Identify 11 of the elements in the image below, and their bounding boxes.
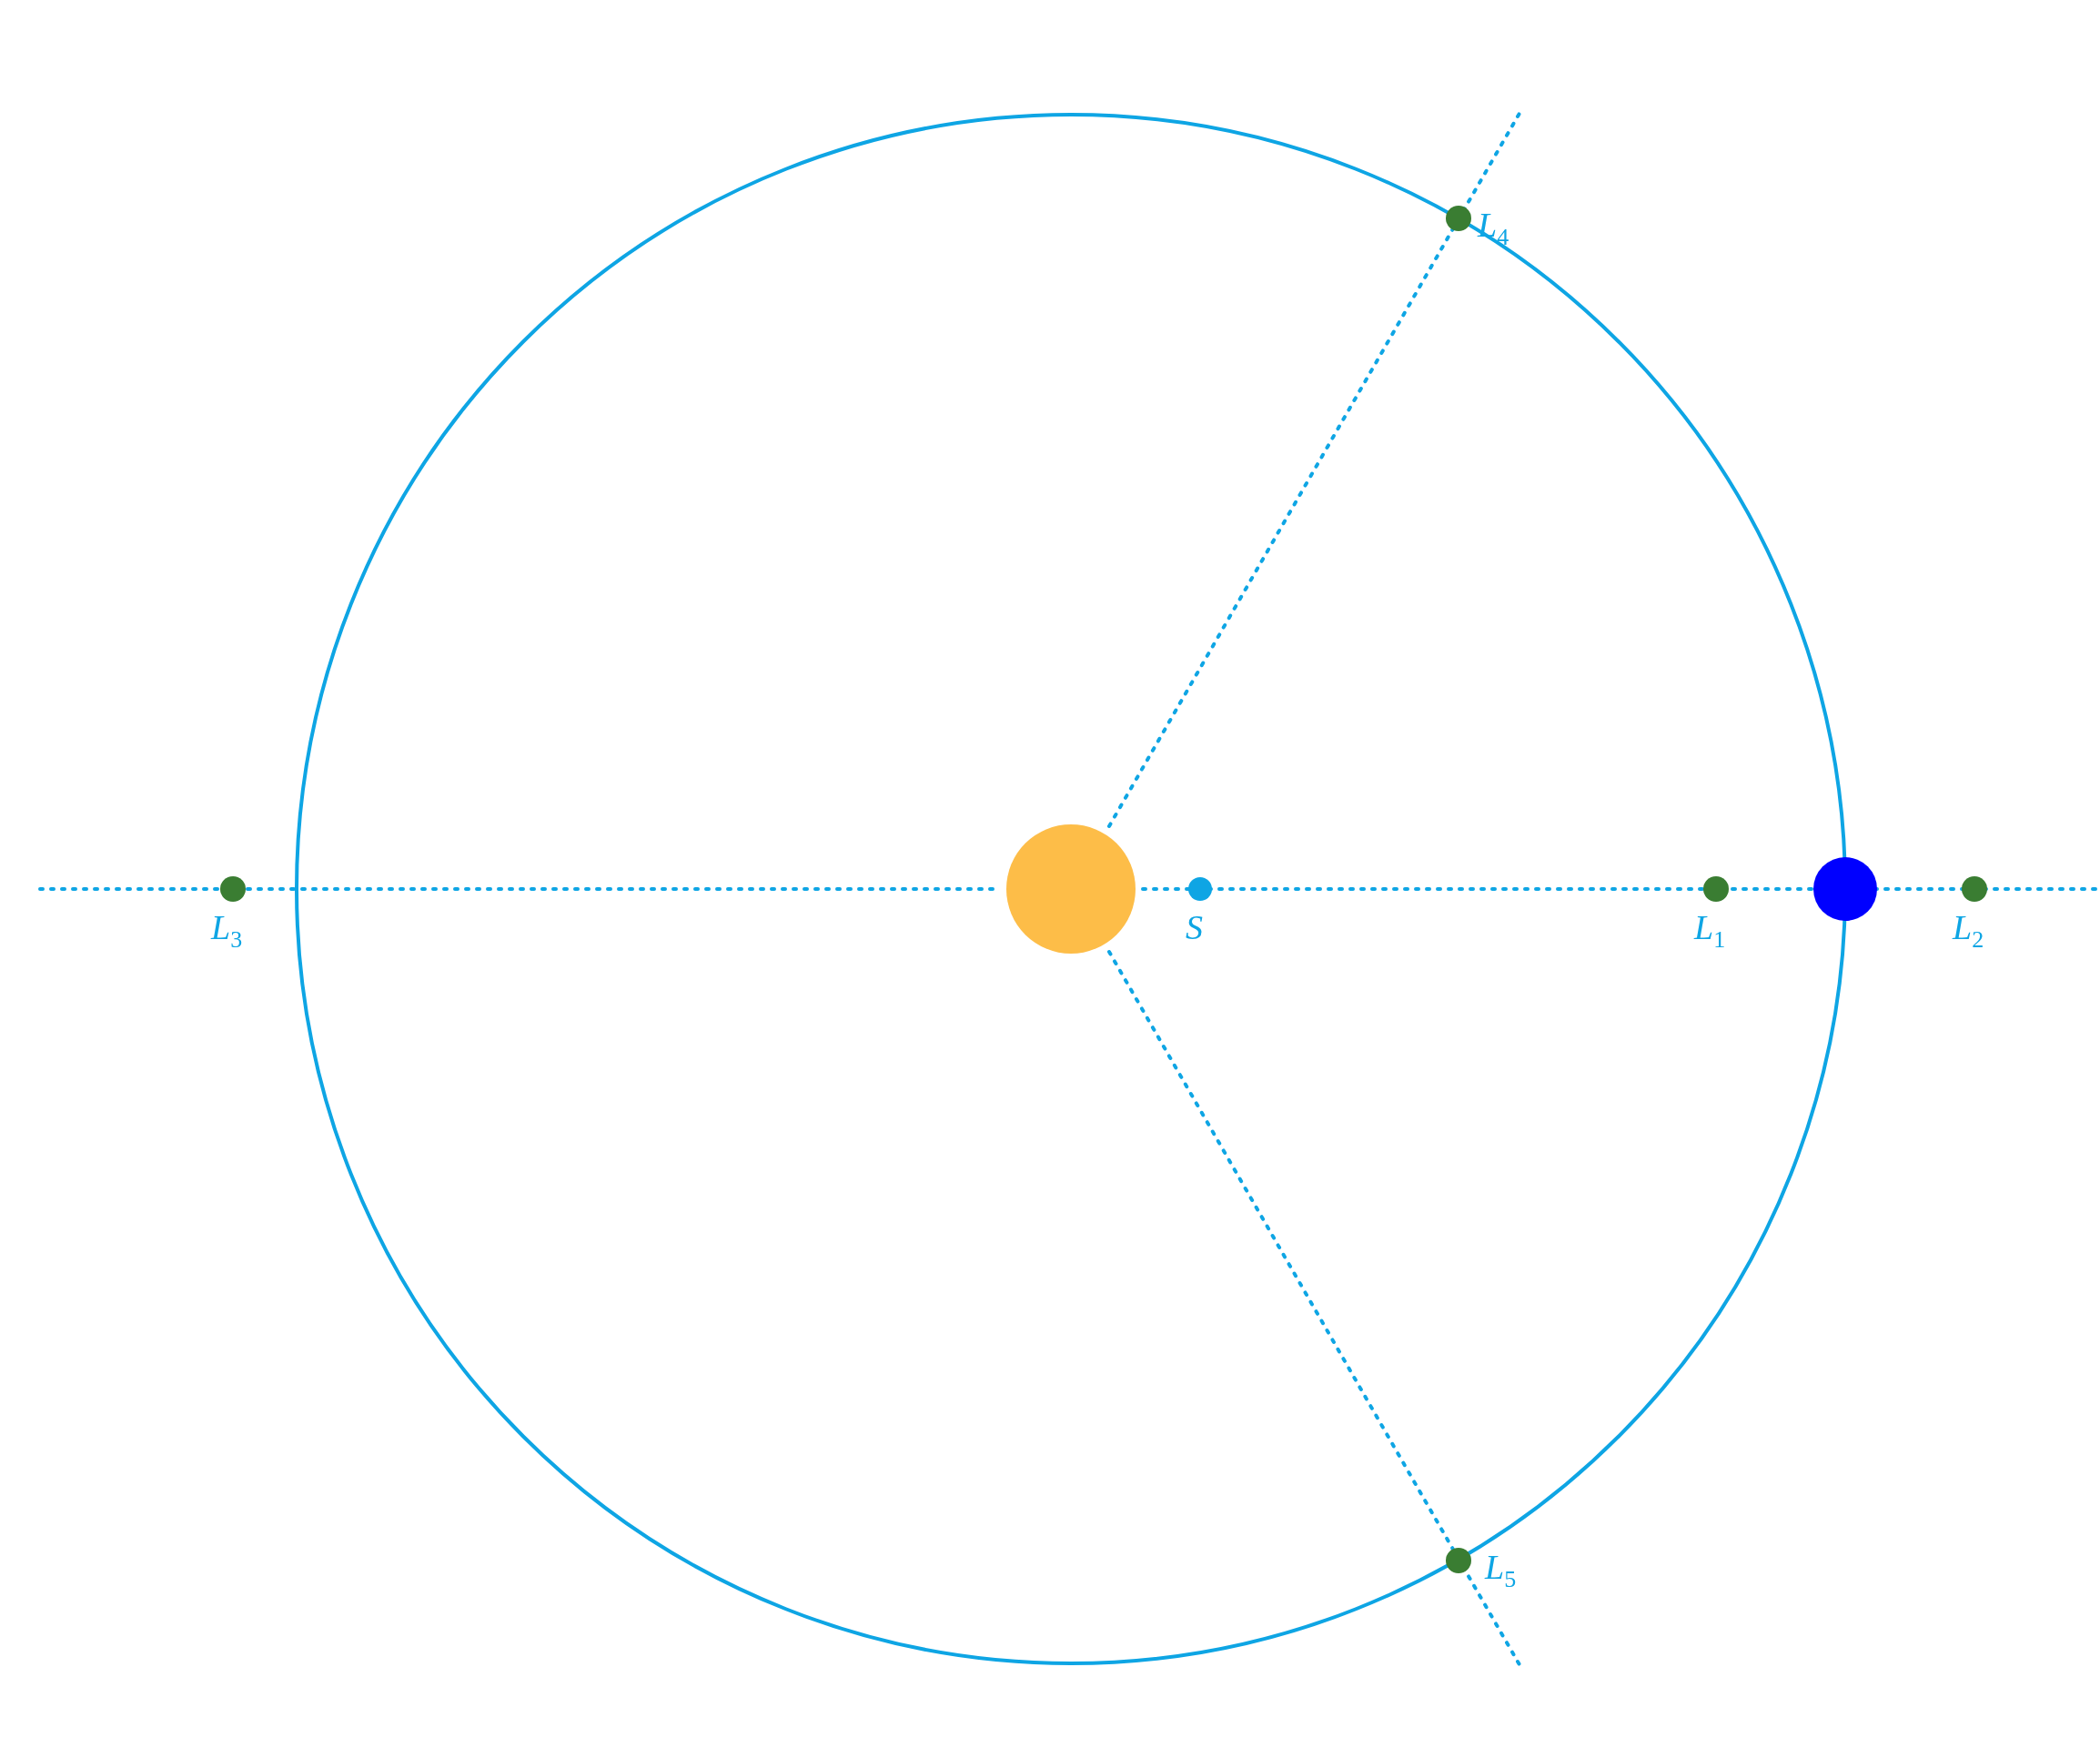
point-label: L$_{1}$ [1694, 910, 1726, 952]
point-label: L$_{2}$ [1953, 910, 1984, 952]
point-marker [1962, 876, 1987, 902]
point-marker [1703, 876, 1729, 902]
point-label: L$_{3}$ [211, 910, 243, 952]
point-marker [1446, 206, 1471, 231]
point-marker [1446, 1548, 1471, 1573]
point-label: L$_{5}$ [1485, 1550, 1517, 1591]
point-marker [220, 876, 246, 902]
point-label: S [1186, 910, 1203, 945]
point-marker [1188, 877, 1212, 901]
